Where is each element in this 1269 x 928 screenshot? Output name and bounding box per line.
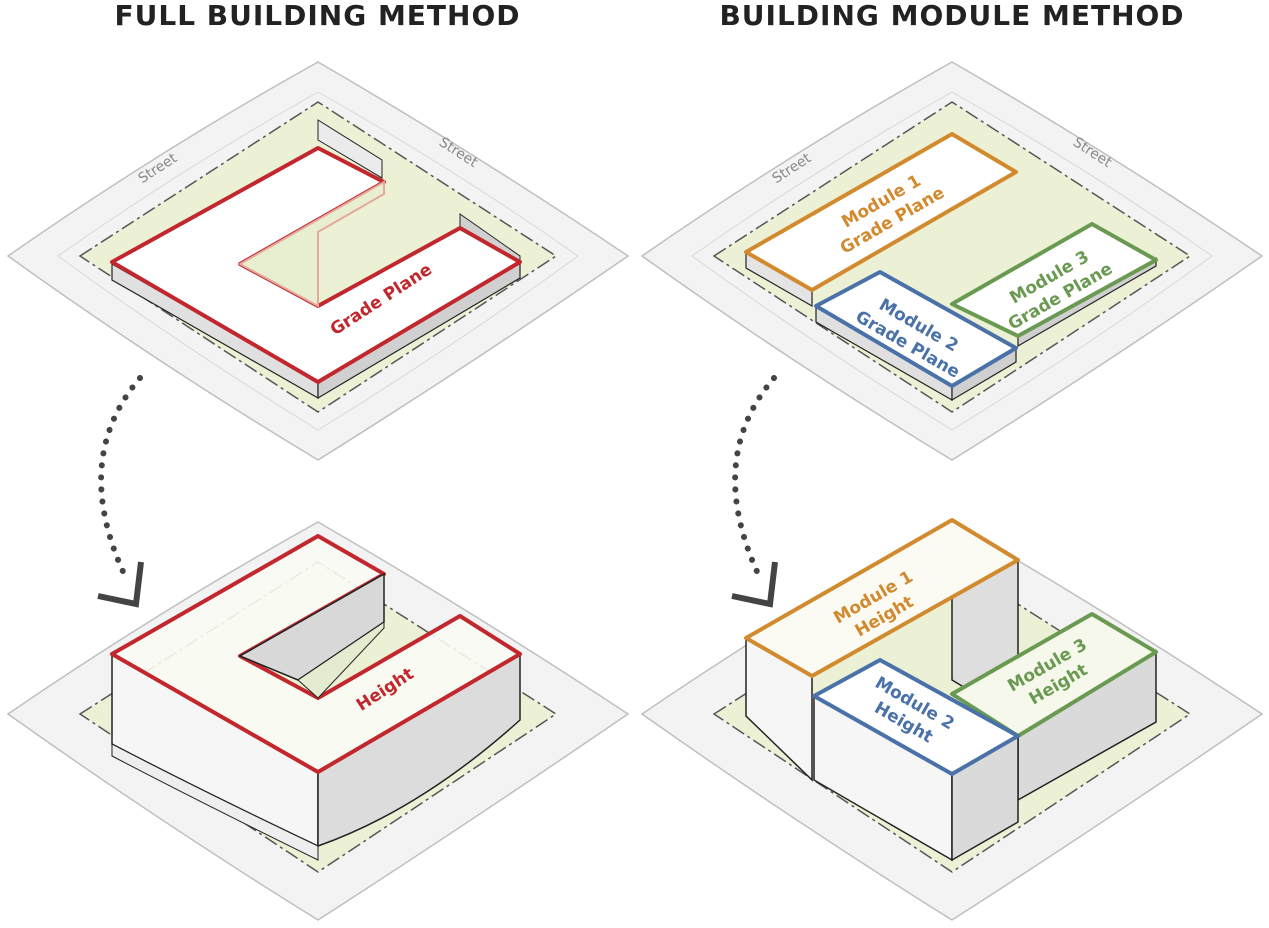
dotted-arrow-path <box>98 375 143 581</box>
dotted-arrow-left <box>97 375 144 608</box>
panel-full-building-height: Height <box>6 521 630 921</box>
courtyard-floor <box>297 621 385 699</box>
building-wall <box>317 119 383 179</box>
courtyard <box>237 180 385 308</box>
panel-module-grade-plane: Module 1 Grade Plane Module 2 Grade Plan… <box>640 61 1264 461</box>
module-1-grade-plane <box>744 132 1018 292</box>
module-2-grade-plane <box>814 270 1018 388</box>
building-base <box>111 743 319 861</box>
panel-module-height: Module 1 Height Module 2 Height Module 3… <box>640 518 1264 921</box>
title-full-building-method: FULL BUILDING METHOD <box>114 0 521 32</box>
title-building-module-method: BUILDING MODULE METHOD <box>719 0 1185 32</box>
sidewalk-outline <box>57 91 579 431</box>
panel-full-building-grade-plane: Grade Plane Street Street <box>6 61 630 461</box>
lot-area <box>712 101 1192 413</box>
module-1-roof <box>744 518 1020 678</box>
module-3-grade-plane <box>950 222 1158 338</box>
module-2-roof <box>812 658 1020 776</box>
sidewalk-outline <box>691 91 1213 431</box>
arrow-head <box>97 561 144 608</box>
dotted-arrow-path <box>732 375 777 581</box>
building-wall <box>317 652 521 848</box>
arrow-head <box>731 561 778 608</box>
dotted-arrow-right <box>731 375 778 608</box>
